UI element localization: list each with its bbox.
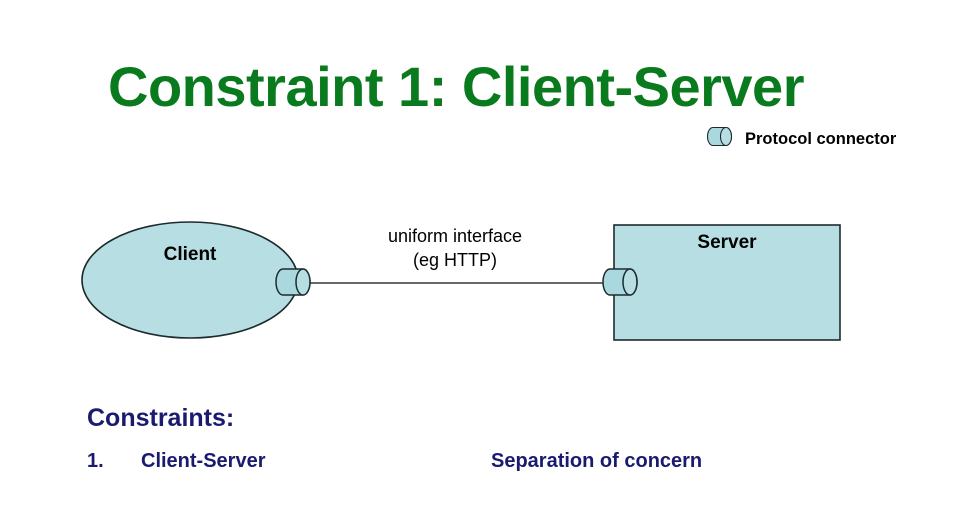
connection-label: uniform interface (eg HTTP) [335, 224, 575, 273]
constraint-row: 1. Client-Server Separation of concern [87, 450, 887, 478]
constraints-heading: Constraints: [87, 404, 235, 432]
server-node-label: Server [697, 232, 757, 253]
connection-label-line1: uniform interface [387, 226, 523, 246]
page-title: Constraint 1: Client-Server [108, 55, 805, 118]
client-node-label: Client [163, 244, 217, 265]
constraint-name: Client-Server [141, 450, 266, 472]
server-node-shape[interactable] [613, 224, 841, 341]
constraint-number: 1. [87, 450, 104, 472]
client-protocol-connector-icon[interactable] [275, 268, 311, 296]
legend-label: Protocol connector [745, 130, 897, 148]
connection-label-line2: (eg HTTP) [412, 250, 497, 271]
server-protocol-connector-icon[interactable] [602, 268, 638, 296]
client-node-shape[interactable] [81, 221, 299, 339]
legend: Protocol connector [706, 124, 896, 155]
constraint-description: Separation of concern [491, 450, 703, 472]
cylinder-connector-icon [706, 124, 736, 155]
